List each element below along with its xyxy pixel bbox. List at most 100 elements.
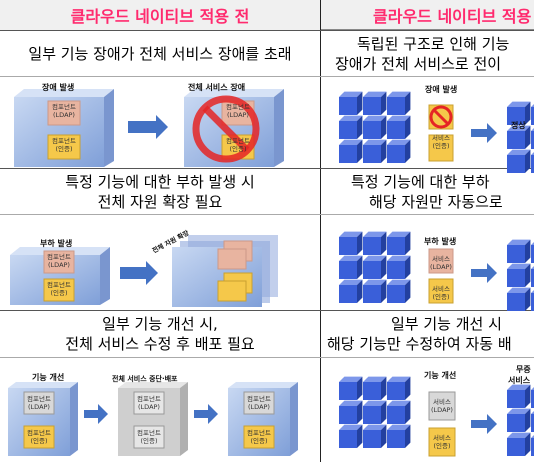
cube-icon bbox=[525, 287, 531, 311]
diagram-r1-right bbox=[339, 91, 534, 173]
r2-left-tag1: 부하 발생 bbox=[40, 239, 73, 248]
arrow-icon bbox=[471, 123, 497, 143]
r3-left-box2: 컴포넌트(인증) bbox=[27, 429, 51, 445]
cube-icon bbox=[363, 376, 387, 382]
cube-icon bbox=[339, 237, 357, 255]
row-divider bbox=[0, 30, 534, 31]
row-divider bbox=[0, 214, 534, 215]
r3-left-box1-mid: 컴포넌트(LDAP) bbox=[137, 395, 161, 411]
cube-icon bbox=[357, 376, 363, 400]
cube-icon bbox=[387, 382, 405, 400]
cube-icon bbox=[387, 139, 411, 145]
cube-icon bbox=[363, 231, 387, 237]
cube-icon bbox=[525, 101, 531, 125]
row3-after-text: 일부 기능 개선 시 해당 기능만 수정하여 자동 배 bbox=[327, 315, 512, 353]
r1-left-tag2: 전체 서비스 장애 bbox=[188, 83, 246, 92]
cube-icon bbox=[405, 279, 411, 303]
cube-icon bbox=[531, 265, 534, 269]
cube-icon bbox=[531, 438, 534, 456]
cube-icon bbox=[339, 400, 363, 406]
component-ldap bbox=[43, 250, 75, 274]
cube-icon bbox=[531, 410, 534, 414]
cube-icon bbox=[507, 239, 531, 245]
arrow-icon bbox=[471, 414, 497, 434]
cube-icon bbox=[507, 101, 531, 107]
component-auth bbox=[43, 278, 75, 302]
component-auth bbox=[47, 134, 81, 160]
cube-icon bbox=[363, 400, 387, 406]
cube-icon bbox=[381, 255, 387, 279]
cube-icon bbox=[405, 424, 411, 448]
cube-icon bbox=[525, 263, 531, 287]
cube-icon bbox=[387, 424, 411, 430]
ban-icon bbox=[429, 105, 453, 129]
diagram-r3-right bbox=[339, 376, 534, 457]
r3-left-box2-mid: 컴포넌트(인증) bbox=[137, 429, 161, 445]
cube-icon bbox=[357, 424, 363, 448]
cube-icon bbox=[339, 255, 363, 261]
cube-icon bbox=[363, 237, 381, 255]
cube-icon bbox=[507, 390, 525, 408]
cube-icon bbox=[531, 390, 534, 408]
cube-icon bbox=[363, 382, 381, 400]
cube-icon bbox=[387, 91, 411, 97]
service-ldap bbox=[428, 248, 454, 274]
arrow-icon bbox=[84, 404, 108, 424]
cube-icon bbox=[339, 406, 357, 424]
r2-right-tag1: 부하 발생 bbox=[424, 237, 457, 246]
r1-left-tag1: 장애 발생 bbox=[42, 83, 75, 92]
cube-icon bbox=[507, 414, 525, 432]
column-divider bbox=[320, 0, 321, 462]
r2-left-box2: 컴포넌트(인증) bbox=[47, 281, 71, 297]
cube-icon bbox=[531, 414, 534, 432]
r1-right-tag2: 정상 bbox=[511, 121, 526, 130]
cube-icon bbox=[507, 155, 525, 173]
service-auth bbox=[428, 134, 454, 162]
service-ldap bbox=[428, 391, 456, 421]
cube-icon bbox=[339, 139, 363, 145]
row1-before-text: 일부 기능 장애가 전체 서비스 장애를 초래 bbox=[28, 44, 292, 63]
r3-left-tag1: 기능 개선 bbox=[32, 373, 65, 382]
service-auth bbox=[428, 427, 456, 457]
component-ldap bbox=[23, 391, 55, 415]
cube-icon bbox=[387, 237, 405, 255]
r3-left-box1: 컴포넌트(LDAP) bbox=[27, 395, 51, 411]
r3-right-box1: 서비스(LDAP) bbox=[431, 398, 453, 414]
cube-icon bbox=[507, 408, 531, 414]
cube-icon bbox=[507, 107, 525, 125]
cube-icon bbox=[363, 406, 381, 424]
r3-left-box1-end: 컴포넌트(LDAP) bbox=[247, 395, 271, 411]
cube-icon bbox=[363, 430, 381, 448]
cube-icon bbox=[507, 131, 525, 149]
r1-left-box1: 컴포넌트(LDAP) bbox=[52, 103, 76, 119]
r2-right-box1: 서비스(LDAP) bbox=[430, 255, 452, 271]
cube-icon bbox=[387, 285, 405, 303]
diagram-r1-left bbox=[14, 89, 284, 167]
ban-icon bbox=[192, 95, 260, 163]
cube-icon bbox=[339, 91, 363, 97]
cube-icon bbox=[339, 115, 363, 121]
cube-icon bbox=[339, 279, 363, 285]
cube-top bbox=[14, 89, 114, 97]
cube-icon bbox=[363, 279, 387, 285]
row-divider bbox=[0, 168, 534, 169]
diagram-r3-left bbox=[8, 382, 298, 456]
cube-icon bbox=[507, 245, 525, 263]
r3-right-tag1: 기능 개선 bbox=[424, 371, 457, 380]
r2-right-box2: 서비스(인증) bbox=[432, 285, 450, 301]
cube-icon bbox=[381, 115, 387, 139]
cube-icon bbox=[357, 255, 363, 279]
cube-icon bbox=[387, 376, 411, 382]
cube-icon bbox=[363, 261, 381, 279]
cube-icon bbox=[525, 125, 531, 149]
cube-icon bbox=[507, 287, 531, 293]
cube-icon bbox=[381, 279, 387, 303]
cube-icon bbox=[387, 430, 405, 448]
row1-after-text: 독립된 구조로 인해 기능 장애가 전체 서비스로 전이 bbox=[335, 34, 510, 73]
cube-icon bbox=[531, 434, 534, 438]
arrow-icon bbox=[128, 115, 168, 139]
cube-icon bbox=[357, 139, 363, 163]
cube-icon bbox=[387, 115, 411, 121]
row2-after-text: 특정 기능에 대한 부하 해당 자원만 자동으로 bbox=[351, 172, 503, 211]
cube-icon bbox=[363, 91, 387, 97]
